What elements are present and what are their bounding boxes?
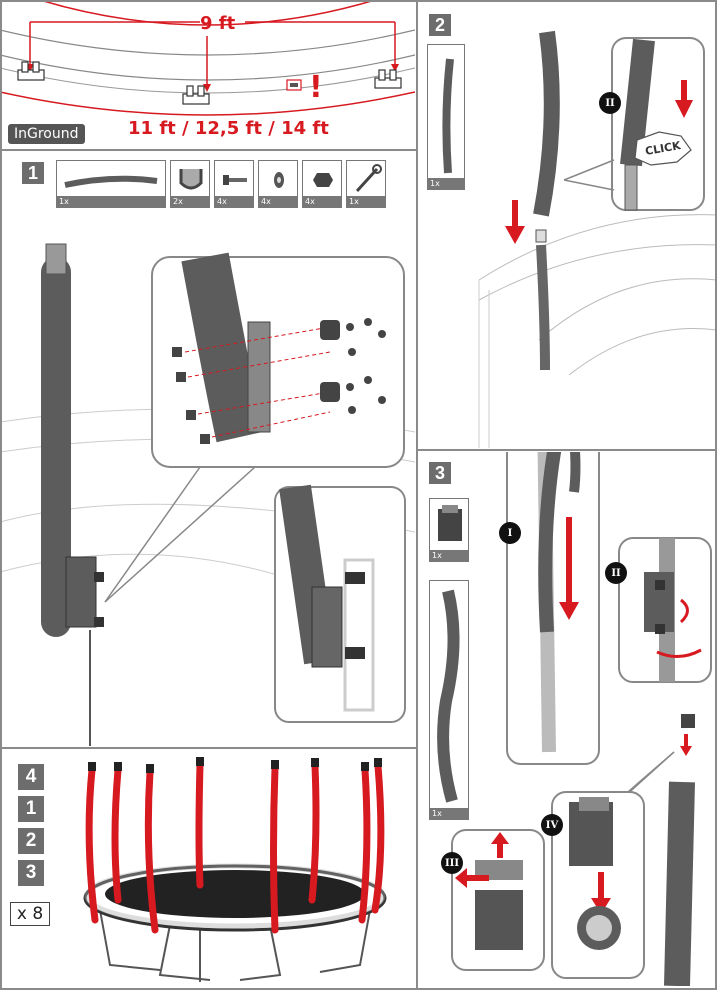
part-washer: 4x: [258, 160, 298, 208]
part-foam-sleeve: 1x: [429, 580, 469, 820]
part-count: 1x: [57, 196, 165, 207]
step1-number: 1: [22, 162, 44, 184]
part-count: 4x: [303, 196, 341, 207]
wrench-icon: [355, 164, 382, 193]
net-pole-icon: [64, 175, 158, 188]
step3-marker-ii: II: [605, 562, 627, 584]
step4-substep-3: 3: [18, 860, 44, 886]
part-count: 4x: [215, 196, 253, 207]
part-pole-sleeve: 1x: [427, 44, 465, 190]
bracket-icon: [179, 169, 203, 190]
bolt-icon: [223, 175, 247, 185]
step2-number: 2: [429, 14, 451, 36]
part-count: 1x: [430, 550, 468, 561]
step3-number: 3: [429, 462, 451, 484]
warning-mark: !: [309, 70, 323, 105]
top-dimension-label: 9 ft: [200, 13, 236, 34]
part-count: 1x: [347, 196, 385, 207]
part-net-pole: 1x: [56, 160, 166, 208]
foam-sleeve-icon: [437, 589, 460, 803]
part-count: 1x: [428, 178, 464, 189]
step2-panel: 2 1x II CLICK: [419, 0, 717, 448]
nut-icon: [313, 173, 333, 187]
step3-marker-i: I: [499, 522, 521, 544]
step1-panel: 1 1x 2x 4x 4x 4x 1x: [0, 152, 415, 746]
part-bracket: 2x: [170, 160, 210, 208]
part-count: 4x: [259, 196, 297, 207]
pole-sleeve-icon: [442, 58, 454, 174]
bottom-dimension-label: 11 ft / 12,5 ft / 14 ft: [128, 118, 329, 139]
step4-substep-2: 2: [18, 828, 44, 854]
header-panel: 9 ft ! 11 ft / 12,5 ft / 14 ft InGround: [0, 0, 415, 148]
step3-marker-iii: III: [441, 852, 463, 874]
step4-number: 4: [18, 764, 44, 790]
step1-diagram: [0, 243, 415, 746]
variant-label: InGround: [8, 124, 85, 144]
step3-marker-iv: IV: [541, 814, 563, 836]
step4-substep-1: 1: [18, 796, 44, 822]
frame-top-diagram: [0, 0, 415, 116]
step3-panel: 3 1x 1x: [419, 452, 717, 986]
part-count: 1x: [430, 808, 468, 819]
cap-icon: [438, 505, 462, 541]
step3-diagram: [451, 452, 712, 986]
part-wrench: 1x: [346, 160, 386, 208]
step4-panel: 4 1 2 3 x 8: [0, 750, 415, 986]
step2-diagram: [478, 30, 717, 448]
part-cap: 1x: [429, 498, 469, 562]
repeat-count: x 8: [10, 902, 50, 926]
washer-icon: [274, 172, 284, 188]
part-bolt: 4x: [214, 160, 254, 208]
step2-marker-ii: II: [599, 92, 621, 114]
trampoline-assembled-diagram: [83, 757, 387, 982]
part-count: 2x: [171, 196, 209, 207]
part-nut: 4x: [302, 160, 342, 208]
